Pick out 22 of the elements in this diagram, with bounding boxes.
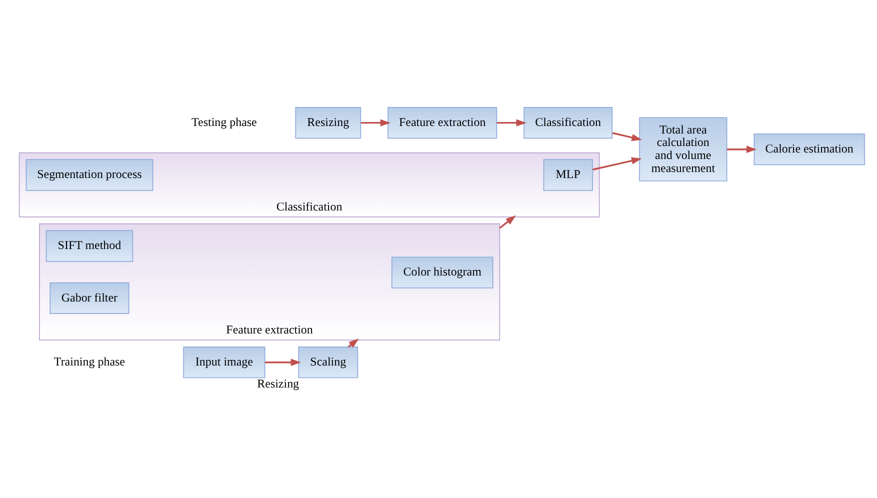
arrow (499, 215, 516, 229)
node-box: Input image (183, 346, 266, 378)
node-label: Resizing (257, 376, 300, 390)
node-box: Gabor filter (50, 282, 130, 314)
label: Testing phase (192, 114, 257, 129)
arrow (496, 119, 527, 126)
arrow (612, 132, 642, 142)
node-box: Segmentation process (26, 159, 154, 191)
arrow (360, 119, 391, 126)
node-box: Classification (524, 107, 613, 139)
arrow (726, 146, 757, 153)
label: Training phase (54, 354, 125, 369)
node-box: Resizing (295, 107, 362, 139)
node-box: SIFT method (46, 230, 134, 262)
node-box: Total area calculation and volume measurement (639, 117, 728, 182)
node-box: Color histogram (391, 256, 494, 288)
node-box: Calorie estimation (754, 134, 865, 166)
node-box: MLP (543, 159, 593, 191)
arrow (264, 358, 302, 366)
arrow (592, 157, 642, 170)
node-box: Feature extraction (388, 107, 498, 139)
node-box: Scaling (298, 346, 358, 378)
